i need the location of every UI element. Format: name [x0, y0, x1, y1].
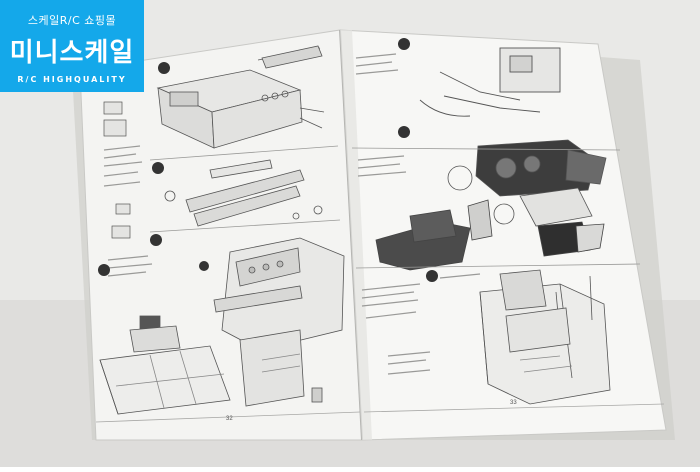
text-lines-left [103, 145, 153, 277]
step-66-drawing [479, 269, 611, 405]
shop-badge: 스케일R/C 쇼핑몰 미니스케일 R/C HIGHQUALITY [0, 0, 144, 92]
right-page-number: 33 [510, 400, 517, 406]
margin-parts [103, 101, 131, 239]
brand-tagline: R/C HIGHQUALITY [17, 75, 127, 84]
step-61-drawing [156, 45, 325, 149]
step-64-drawing [99, 315, 323, 415]
dark-floor-part [375, 199, 605, 271]
step-markers-left [98, 62, 209, 276]
text-lines-right [355, 53, 481, 375]
step-62-drawing [164, 159, 323, 227]
shop-name: 스케일R/C 쇼핑몰 [27, 14, 117, 27]
brand-name: 미니스케일 [9, 38, 135, 68]
left-page-number: 32 [226, 416, 233, 422]
right-step-drawing-rails [419, 47, 561, 117]
step-65-drawing [447, 139, 607, 227]
step-63-drawing [213, 237, 345, 407]
step-markers-right [398, 38, 438, 282]
